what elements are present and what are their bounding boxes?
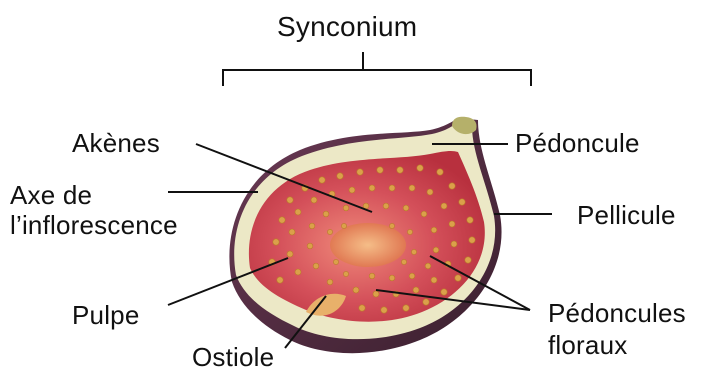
synconium-bracket [223,52,531,86]
axe-label-line1: Axe de [10,180,92,210]
axe-label-line2: l’inflorescence [10,210,178,240]
pedoncules-label-line1: Pédoncules [548,298,686,328]
ostiole-label: Ostiole [192,342,274,372]
pellicule-label: Pellicule [577,200,676,230]
fig-core [330,223,406,267]
pedoncules-label-line2: floraux [548,330,627,360]
akenes-label: Akènes [72,128,160,158]
pulpe-label: Pulpe [72,300,140,330]
fig-half [229,117,501,353]
pedoncule-label: Pédoncule [515,128,640,158]
synconium-label: Synconium [277,12,417,42]
